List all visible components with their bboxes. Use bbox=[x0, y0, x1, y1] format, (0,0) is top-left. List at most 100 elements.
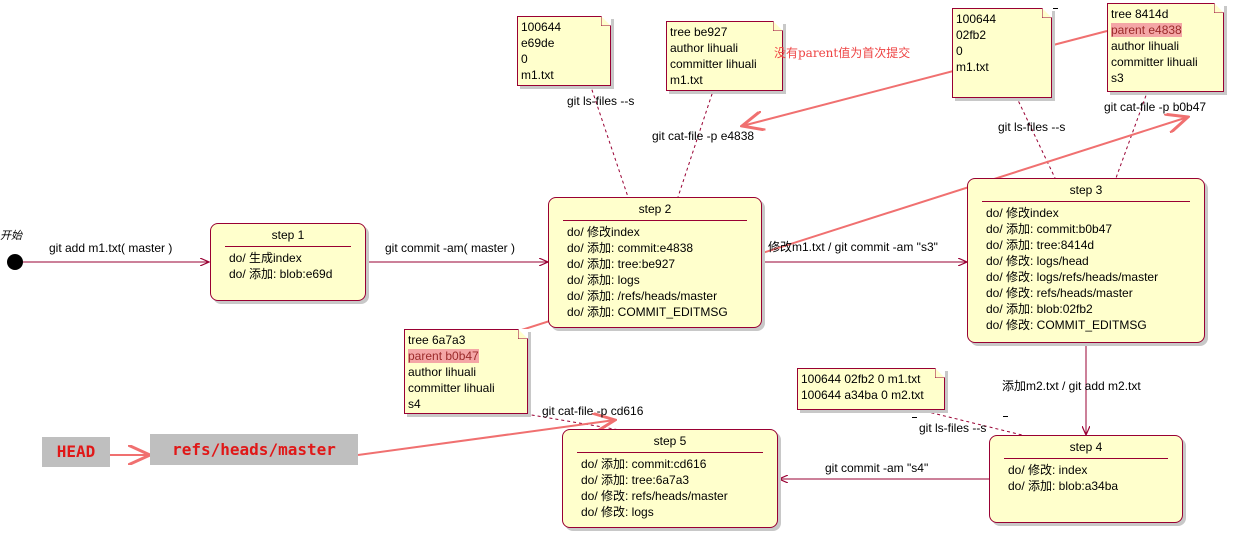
state-row: do/ 添加: commit:cd616 bbox=[581, 457, 707, 471]
edge-label-modify: 修改m1.txt / git commit -am "s3" bbox=[768, 240, 938, 254]
state-title: step 2 bbox=[638, 202, 672, 216]
note-line: tree 6a7a3 bbox=[408, 333, 466, 347]
divider bbox=[225, 246, 351, 247]
state-title: step 3 bbox=[1069, 183, 1103, 197]
note-line: m1.txt bbox=[521, 68, 554, 82]
note-fold-icon bbox=[1042, 8, 1052, 18]
state-row: do/ 修改: refs/heads/master bbox=[986, 286, 1133, 300]
link-tree2 bbox=[1115, 89, 1149, 179]
note-fold-icon bbox=[1214, 3, 1224, 13]
state-row: do/ 修改: refs/heads/master bbox=[581, 489, 728, 503]
state-row: do/ 修改: logs/head bbox=[986, 254, 1089, 268]
state-row: do/ 添加: tree:8414d bbox=[986, 238, 1095, 252]
note-fold-icon bbox=[773, 21, 783, 31]
edge-label-addm2: 添加m2.txt / git add m2.txt bbox=[1002, 379, 1141, 393]
state-row: do/ 添加: tree:be927 bbox=[567, 257, 676, 271]
note-line: 0 bbox=[956, 44, 963, 58]
state-title: step 1 bbox=[271, 228, 305, 242]
note-line: s3 bbox=[1111, 71, 1124, 85]
link-ls3 bbox=[907, 406, 1023, 436]
state-row: do/ 添加: tree:6a7a3 bbox=[581, 473, 690, 487]
start-node bbox=[7, 254, 23, 270]
red-arrow-ref-commit bbox=[357, 420, 615, 456]
note-line: tree 8414d bbox=[1111, 7, 1169, 21]
note-line: committer lihuali bbox=[1111, 55, 1198, 69]
note-line: tree be927 bbox=[670, 25, 728, 39]
state-row: do/ 修改index bbox=[986, 206, 1059, 220]
note-line: 100644 a34ba 0 m2.txt bbox=[801, 388, 924, 402]
note-line: 100644 bbox=[956, 12, 997, 26]
state-row: do/ 添加: blob:a34ba bbox=[1008, 479, 1119, 493]
note-line-parent: parent e4838 bbox=[1111, 22, 1220, 38]
state-row: do/ 添加: logs bbox=[567, 273, 640, 287]
note-ls-files-1: 100644 e69de 0 m1.txt bbox=[517, 16, 611, 86]
state-row: do/ 生成index bbox=[229, 251, 302, 265]
state-row: do/ 添加: blob:02fb2 bbox=[986, 302, 1093, 316]
note-line: m1.txt bbox=[670, 73, 703, 87]
note-line: author lihuali bbox=[670, 41, 739, 55]
tick-mark bbox=[1003, 416, 1008, 417]
note-line: author lihuali bbox=[1111, 39, 1180, 53]
edge-label-commit4: git commit -am "s4" bbox=[825, 461, 929, 475]
note-line: 100644 bbox=[521, 20, 562, 34]
state-step2: step 2 do/ 修改index do/ 添加: commit:e4838 … bbox=[548, 197, 762, 328]
link-label-catfile1: git cat-file -p e4838 bbox=[652, 129, 755, 143]
state-row: do/ 修改: logs/refs/heads/master bbox=[986, 270, 1159, 284]
note-line: 0 bbox=[521, 52, 528, 66]
state-step5: step 5 do/ 添加: commit:cd616 do/ 添加: tree… bbox=[562, 429, 778, 528]
tick-mark bbox=[1053, 8, 1058, 9]
edge-label-add: git add m1.txt( master ) bbox=[49, 241, 173, 255]
note-fold-icon bbox=[935, 368, 945, 378]
link-label-lsfiles2: git ls-files --s bbox=[998, 120, 1066, 134]
state-row: do/ 添加: /refs/heads/master bbox=[567, 289, 718, 303]
note-fold-icon bbox=[601, 16, 611, 26]
link-label-catfile2: git cat-file -p b0b47 bbox=[1104, 100, 1207, 114]
link-label-lsfiles1: git ls-files --s bbox=[567, 94, 635, 108]
note-line: s4 bbox=[408, 397, 421, 411]
state-title: step 4 bbox=[1069, 440, 1103, 454]
state-title: step 5 bbox=[653, 434, 687, 448]
state-step3: step 3 do/ 修改index do/ 添加: commit:b0b47 … bbox=[967, 178, 1205, 343]
start-label: 开始 bbox=[0, 230, 22, 242]
note-line: author lihuali bbox=[408, 365, 477, 379]
state-row: do/ 添加: COMMIT_EDITMSG bbox=[567, 305, 728, 319]
edge-label-commit1: git commit -am( master ) bbox=[385, 241, 516, 255]
link-label-lsfiles3: git ls-files --s bbox=[919, 421, 987, 435]
note-line: e69de bbox=[521, 36, 555, 50]
note-commit-b0b47: tree 8414d parent e4838 author lihuali c… bbox=[1107, 3, 1224, 92]
note-line-parent: parent b0b47 bbox=[408, 348, 524, 364]
note-fold-icon bbox=[518, 329, 528, 339]
note-line: 02fb2 bbox=[956, 28, 987, 42]
state-step4: step 4 do/ 修改: index do/ 添加: blob:a34ba bbox=[989, 435, 1183, 523]
link-tree3 bbox=[507, 410, 621, 431]
state-row: do/ 修改: COMMIT_EDITMSG bbox=[986, 318, 1147, 332]
note-commit-e4838: tree be927 author lihuali committer lihu… bbox=[666, 21, 783, 91]
state-row: do/ 修改index bbox=[567, 225, 640, 239]
annotation-no-parent: 没有parent值为首次提交 bbox=[774, 46, 911, 60]
parent-highlight: parent e4838 bbox=[1111, 23, 1182, 37]
state-row: do/ 添加: commit:b0b47 bbox=[986, 222, 1113, 236]
parent-highlight: parent b0b47 bbox=[408, 349, 479, 363]
state-row: do/ 添加: blob:e69d bbox=[229, 267, 333, 281]
link-ls1 bbox=[589, 83, 629, 198]
divider bbox=[577, 452, 763, 453]
state-row: do/ 修改: index bbox=[1008, 463, 1088, 477]
link-tree1 bbox=[677, 87, 715, 198]
note-ls-files-2: 100644 02fb2 0 m1.txt bbox=[952, 8, 1052, 98]
note-commit-cd616: tree 6a7a3 parent b0b47 author lihuali c… bbox=[404, 329, 528, 414]
link-label-catfile3: git cat-file -p cd616 bbox=[542, 404, 644, 418]
ref-box: refs/heads/master bbox=[150, 434, 358, 465]
note-line: committer lihuali bbox=[408, 381, 495, 395]
note-line: m1.txt bbox=[956, 60, 989, 74]
note-line: committer lihuali bbox=[670, 57, 757, 71]
divider bbox=[563, 220, 747, 221]
state-row: do/ 修改: logs bbox=[581, 505, 654, 519]
head-box: HEAD bbox=[42, 437, 110, 467]
divider bbox=[1004, 458, 1168, 459]
note-line: 100644 02fb2 0 m1.txt bbox=[801, 372, 921, 386]
divider bbox=[982, 201, 1190, 202]
state-row: do/ 添加: commit:e4838 bbox=[567, 241, 694, 255]
note-ls-files-3: 100644 02fb2 0 m1.txt 100644 a34ba 0 m2.… bbox=[797, 368, 945, 410]
state-step1: step 1 do/ 生成index do/ 添加: blob:e69d bbox=[210, 223, 366, 301]
